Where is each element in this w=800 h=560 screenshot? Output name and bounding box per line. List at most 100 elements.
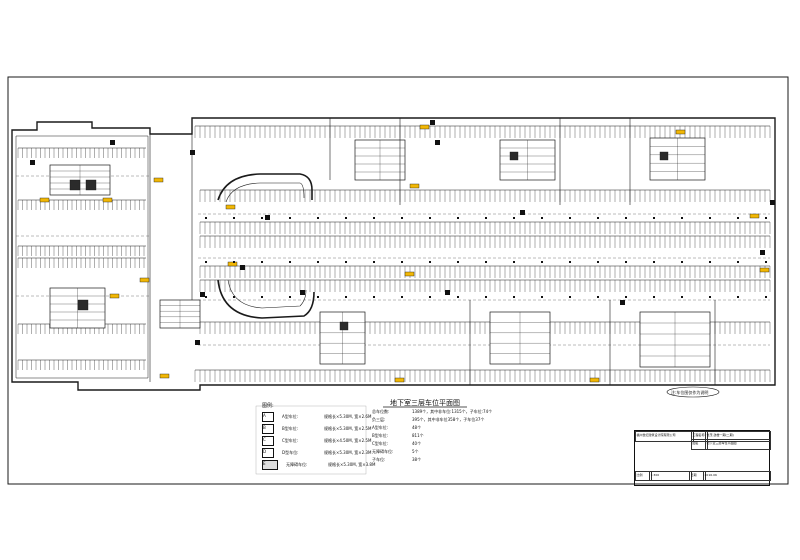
stat-value: 38个 — [412, 457, 422, 462]
stat-value: 1389个，其中非车位:1315个，子车位:74个 — [412, 409, 493, 414]
legend-desc: 规格长×5.30M, 宽×2.6M — [324, 414, 372, 419]
legend-row: A A型车位: 规格长×5.30M, 宽×2.6M — [262, 412, 371, 422]
structural-column — [625, 261, 627, 263]
legend-row: D D型车位: 规格长×5.30M, 宽×2.3M — [262, 448, 371, 458]
structural-column — [597, 261, 599, 263]
structural-column — [625, 296, 627, 298]
structural-column — [233, 261, 235, 263]
direction-marker — [760, 250, 765, 255]
yellow-sign — [109, 293, 120, 299]
stat-key: A型车位: — [372, 425, 389, 430]
structural-column — [317, 296, 319, 298]
structural-column — [569, 217, 571, 219]
structural-column — [457, 261, 459, 263]
structural-column — [373, 261, 375, 263]
structural-column — [289, 261, 291, 263]
yellow-sign — [227, 261, 238, 267]
structural-column — [541, 296, 543, 298]
tb-date-label: 日期 — [689, 471, 706, 481]
structural-column — [569, 296, 571, 298]
stat-key: 负三层: — [372, 417, 386, 422]
direction-marker — [200, 292, 205, 297]
yellow-sign — [675, 129, 686, 135]
structural-column — [513, 217, 515, 219]
direction-marker — [445, 290, 450, 295]
structural-column — [233, 296, 235, 298]
structural-column — [261, 217, 263, 219]
direction-marker — [265, 215, 270, 220]
structural-column — [765, 261, 767, 263]
structural-column — [401, 296, 403, 298]
structural-column — [597, 296, 599, 298]
structural-column — [401, 217, 403, 219]
equipment-room — [69, 179, 81, 191]
ramp-south — [217, 279, 315, 319]
sheet-border — [7, 76, 789, 485]
structural-column — [653, 296, 655, 298]
direction-marker — [300, 290, 305, 295]
direction-marker — [190, 150, 195, 155]
direction-marker — [435, 140, 440, 145]
structural-column — [205, 217, 207, 219]
yellow-sign — [749, 213, 760, 219]
legend-title: 图例: — [262, 403, 274, 409]
yellow-sign — [153, 177, 164, 183]
legend-symbol: E — [262, 460, 278, 470]
ramp-north — [217, 173, 313, 201]
yellow-sign — [759, 267, 770, 273]
yellow-sign — [404, 271, 415, 277]
yellow-sign — [589, 377, 600, 383]
structural-column — [289, 296, 291, 298]
plan-note: 注:车位图仅作为说明 — [671, 390, 709, 395]
legend-symbol: C — [262, 436, 274, 446]
structural-column — [317, 261, 319, 263]
tb-scale: 1:300 — [649, 471, 692, 481]
structural-column — [737, 296, 739, 298]
tb-date: 2016.06 — [703, 471, 771, 481]
legend-name: B型车位: — [282, 426, 299, 431]
direction-marker — [620, 300, 625, 305]
legend-name: D型车位: — [282, 450, 299, 455]
legend-desc: 规格长×5.30M, 宽×3.8M — [328, 462, 376, 467]
stat-key: 总车位数: — [372, 409, 390, 414]
legend-symbol: B — [262, 424, 274, 434]
tb-project: 世茂·鼓楼一期(二期) — [705, 431, 771, 442]
note-oval — [666, 386, 720, 398]
structural-column — [681, 296, 683, 298]
yellow-sign — [419, 124, 430, 130]
legend-row: C C型车位: 规格长×4.50M, 宽×2.5M — [262, 436, 371, 446]
structural-column — [289, 217, 291, 219]
tb-drawing: 地下室三层车位平面图 — [705, 439, 771, 450]
structural-column — [653, 261, 655, 263]
structural-column — [429, 261, 431, 263]
stat-value: 40个 — [412, 441, 422, 446]
structural-column — [597, 217, 599, 219]
direction-marker — [520, 210, 525, 215]
structural-column — [261, 296, 263, 298]
stat-key: 子车位: — [372, 457, 386, 462]
structural-column — [485, 261, 487, 263]
structural-column — [709, 296, 711, 298]
structural-column — [401, 261, 403, 263]
structural-column — [541, 261, 543, 263]
structural-column — [709, 217, 711, 219]
structural-column — [317, 217, 319, 219]
structural-column — [205, 296, 207, 298]
plan-title: 地下室三层车位平面图 — [390, 399, 460, 407]
equipment-room — [339, 321, 349, 331]
legend-symbol: D — [262, 448, 274, 458]
legend-desc: 规格长×4.50M, 宽×2.5M — [324, 438, 372, 443]
structural-column — [765, 217, 767, 219]
structural-column — [345, 261, 347, 263]
direction-marker — [430, 120, 435, 125]
direction-marker — [110, 140, 115, 145]
tb-company: 福州世纪建筑设计院有限公司 — [635, 431, 694, 442]
structural-column — [429, 296, 431, 298]
structural-column — [233, 217, 235, 219]
parking-stats: 总车位数:1389个，其中非车位:1315个，子车位:74个 负三层:395个，… — [372, 408, 492, 464]
stat-key: C型车位: — [372, 441, 389, 446]
direction-marker — [770, 200, 775, 205]
direction-marker — [30, 160, 35, 165]
legend-name: 无障碍车位: — [286, 462, 308, 467]
legend-row: E 无障碍车位: 规格长×5.30M, 宽×3.8M — [262, 460, 375, 470]
